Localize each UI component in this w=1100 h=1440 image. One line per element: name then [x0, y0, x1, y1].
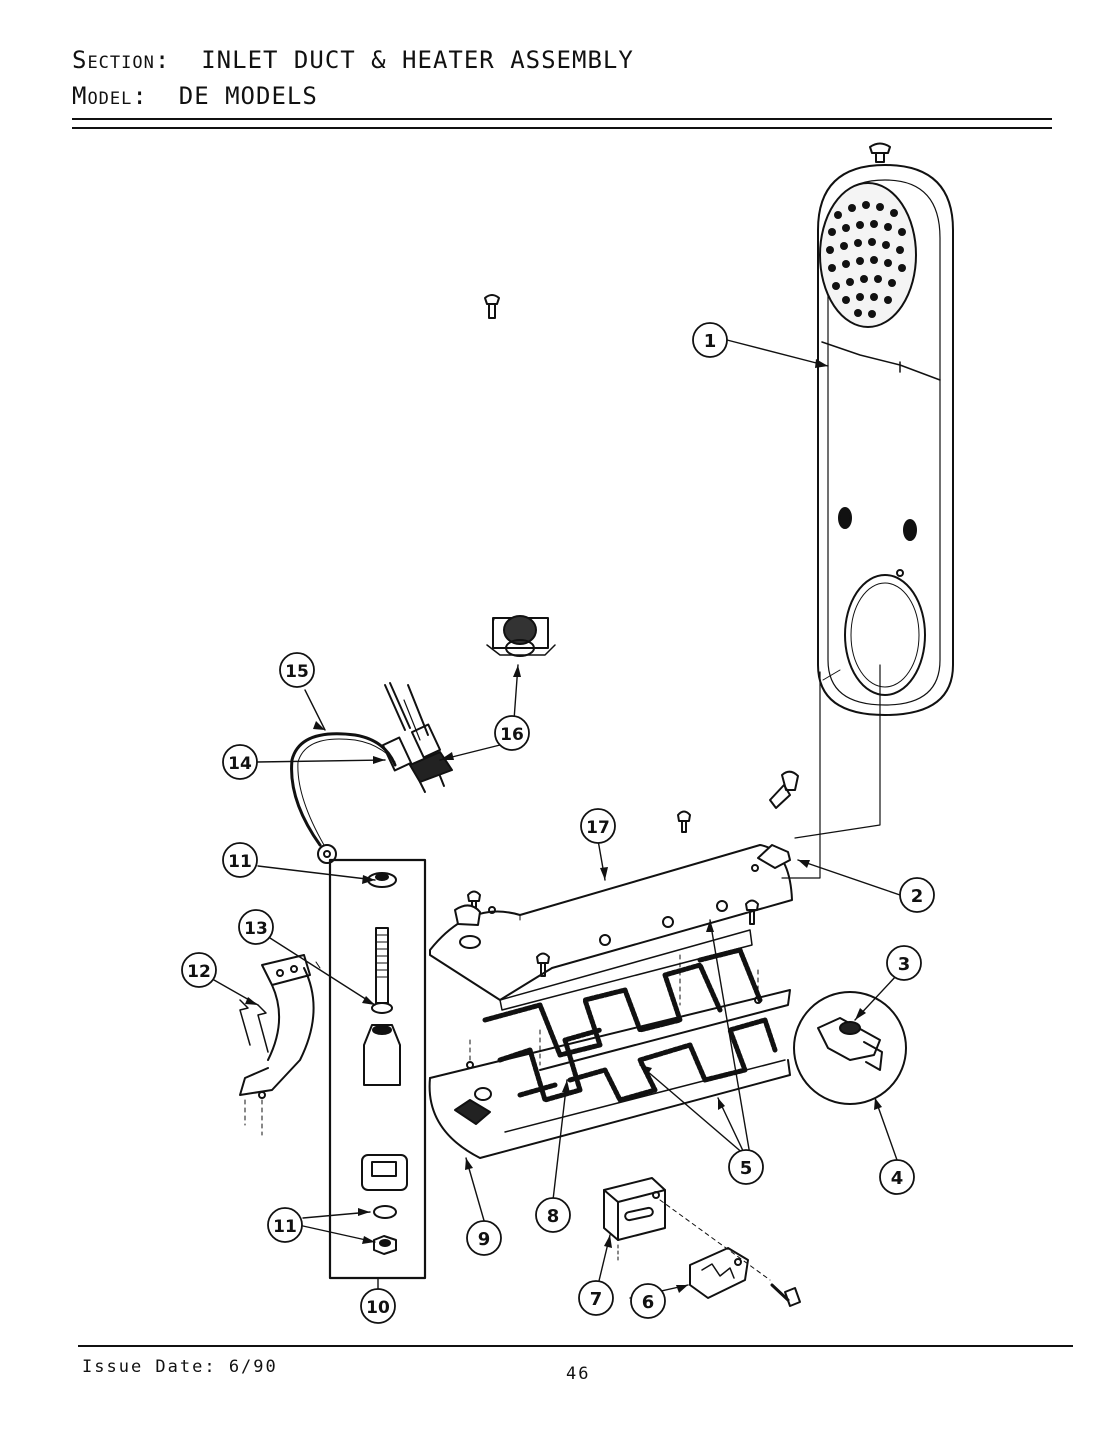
- model-title: DE MODELS: [178, 82, 318, 110]
- section-heading: Section: INLET DUCT & HEATER ASSEMBLY: [72, 46, 634, 74]
- callout-17: 17: [580, 808, 616, 844]
- callout-4: 4: [879, 1159, 915, 1195]
- callout-12: 12: [181, 952, 217, 988]
- heater-housing-bottom: [428, 954, 791, 1159]
- callout-1: 1: [692, 322, 728, 358]
- footer-rule: [78, 1345, 1073, 1347]
- callout-11-top-label: 11: [228, 852, 252, 872]
- duct-screw: [869, 142, 891, 163]
- callout-2-label: 2: [911, 886, 924, 907]
- callout-5: 5: [728, 1149, 764, 1185]
- callout-3-label: 3: [898, 954, 911, 975]
- callout-11-bottom: 11: [267, 1207, 303, 1243]
- heater-coils: [482, 947, 778, 1103]
- page-number: 46: [566, 1364, 591, 1384]
- ground-wire: [290, 732, 397, 864]
- callout-10: 10: [360, 1288, 396, 1324]
- callout-11-top: 11: [222, 842, 258, 878]
- inlet-duct: [781, 164, 954, 879]
- callout-5-label: 5: [740, 1158, 753, 1179]
- callout-1-label: 1: [704, 331, 717, 352]
- callout-8: 8: [535, 1197, 571, 1233]
- callout-15: 15: [279, 652, 315, 688]
- callout-balloons: 1 2 3 4 5 6 7 8 9 10 11 11 12 13 14 15 1…: [181, 322, 935, 1324]
- callout-2: 2: [899, 877, 935, 913]
- callout-8-label: 8: [547, 1206, 560, 1227]
- callout-3: 3: [886, 945, 922, 981]
- callout-6-label: 6: [642, 1292, 655, 1313]
- limit-plate: [689, 1247, 749, 1299]
- callout-13-label: 13: [244, 919, 268, 939]
- leader-lines: [213, 339, 901, 1299]
- callout-16-label: 16: [500, 725, 524, 745]
- model-heading: Model: DE MODELS: [72, 82, 318, 110]
- terminal-connectors: [381, 682, 453, 793]
- issue-date: Issue Date: 6/90: [82, 1357, 278, 1377]
- header-rule-top: [72, 118, 1052, 120]
- callout-17-label: 17: [586, 818, 610, 838]
- thermostat-assembly: [484, 294, 556, 657]
- callout-7: 7: [578, 1280, 614, 1316]
- section-label: Section:: [72, 46, 171, 74]
- callout-15-label: 15: [285, 662, 309, 682]
- callout-14: 14: [222, 744, 258, 780]
- callout-9-label: 9: [478, 1229, 491, 1250]
- header-rule-bottom: [72, 127, 1052, 129]
- mounting-bracket: [239, 954, 321, 1136]
- section-title: INLET DUCT & HEATER ASSEMBLY: [201, 46, 634, 74]
- callout-13: 13: [238, 909, 274, 945]
- callout-11-bottom-label: 11: [273, 1217, 297, 1237]
- callout-4-label: 4: [891, 1168, 904, 1189]
- callout-14-label: 14: [228, 754, 252, 774]
- callout-12-label: 12: [187, 962, 211, 982]
- terminal-block-kit: [328, 858, 427, 1280]
- duct-perforations: [826, 201, 906, 318]
- detail-inset: [793, 991, 907, 1105]
- limit-bracket: [603, 1177, 666, 1261]
- arrow-heads: [245, 359, 882, 1293]
- callout-9: 9: [466, 1220, 502, 1256]
- callout-16: 16: [494, 715, 530, 751]
- plate-screw: [659, 1199, 801, 1307]
- callout-6: 6: [630, 1283, 666, 1319]
- model-label: Model:: [72, 82, 148, 110]
- callout-10-label: 10: [366, 1298, 390, 1318]
- callout-7-label: 7: [590, 1289, 603, 1310]
- heater-housing-top: [429, 770, 799, 1011]
